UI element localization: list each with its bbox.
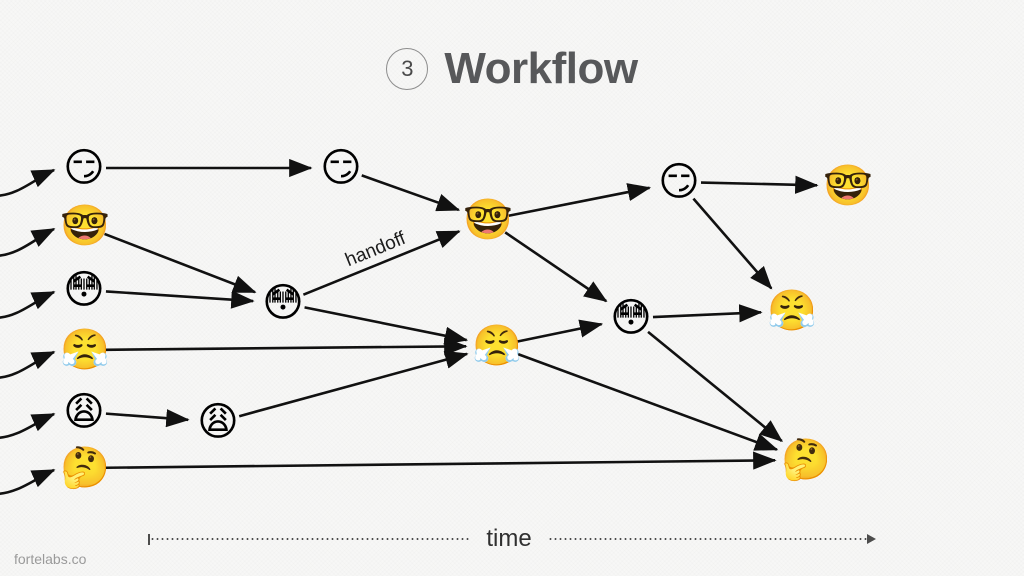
node-flushed-face: 😳 — [262, 280, 304, 326]
node-thinking-face: 🤔 — [60, 445, 110, 491]
node-steam-face: 😤 — [60, 327, 110, 373]
edge-flushed1-to-flushed2 — [105, 290, 255, 309]
footer-attribution: fortelabs.co — [14, 551, 87, 567]
edge-steam1-to-steam3 — [105, 337, 468, 356]
edge-nerd3-to-smirk4 — [508, 183, 652, 218]
node-smirking-face: 😏 — [658, 159, 700, 205]
time-axis-start-tick — [148, 533, 150, 545]
entry-arrow-3 — [0, 290, 56, 319]
edge-flushed2-to-nerd3 — [302, 230, 461, 296]
node-steam-face: 😤 — [472, 323, 522, 369]
edge-weary2-to-steam3 — [238, 350, 469, 418]
node-thinking-face: 🤔 — [781, 437, 831, 483]
entry-arrow-1 — [0, 168, 56, 197]
edge-weary1-to-weary2 — [105, 409, 190, 428]
time-axis-dots-left — [150, 538, 471, 540]
edge-flushed4-to-thinking5 — [647, 330, 783, 443]
node-nerd-face: 🤓 — [463, 197, 513, 243]
edge-smirk4-to-steam5 — [692, 197, 773, 290]
entry-arrow-4 — [0, 350, 56, 379]
node-steam-face: 😤 — [767, 288, 817, 334]
edge-thinking1-to-thinking4 — [105, 451, 777, 470]
entry-arrow-5 — [0, 412, 56, 439]
time-axis: time — [148, 522, 876, 556]
edge-flushed2-to-steam3 — [304, 306, 469, 345]
node-smirking-face: 😏 — [63, 145, 105, 191]
entry-arrow-group — [0, 168, 56, 495]
step-number-badge: 3 — [386, 48, 429, 90]
node-flushed-face: 😳 — [610, 295, 652, 341]
edge-flushed4-to-steam5 — [652, 304, 763, 323]
time-axis-dots-right — [547, 538, 868, 540]
entry-arrow-6 — [0, 468, 56, 495]
edge-smirk4-to-nerd5 — [700, 175, 819, 194]
edge-smirk2-to-nerd3 — [361, 174, 461, 212]
node-smirking-face: 😏 — [320, 145, 362, 191]
entry-arrow-2 — [0, 227, 56, 257]
slide-header: 3 Workflow — [0, 38, 1024, 100]
edge-steam3-to-flushed4 — [517, 319, 604, 343]
node-weary-face: 😩 — [63, 389, 105, 435]
time-axis-arrowhead — [867, 534, 876, 544]
page-title: Workflow — [444, 44, 638, 93]
edge-nerd1-to-flushed2 — [104, 232, 257, 294]
edge-nerd3-to-flushed4 — [504, 231, 608, 303]
edge-group — [104, 158, 819, 470]
node-weary-face: 😩 — [197, 399, 239, 445]
node-nerd-face: 🤓 — [60, 203, 110, 249]
node-nerd-face: 🤓 — [823, 163, 873, 209]
time-axis-label: time — [486, 525, 532, 552]
edge-steam3-to-thinking4 — [516, 352, 779, 451]
node-flushed-face: 😳 — [63, 267, 105, 313]
